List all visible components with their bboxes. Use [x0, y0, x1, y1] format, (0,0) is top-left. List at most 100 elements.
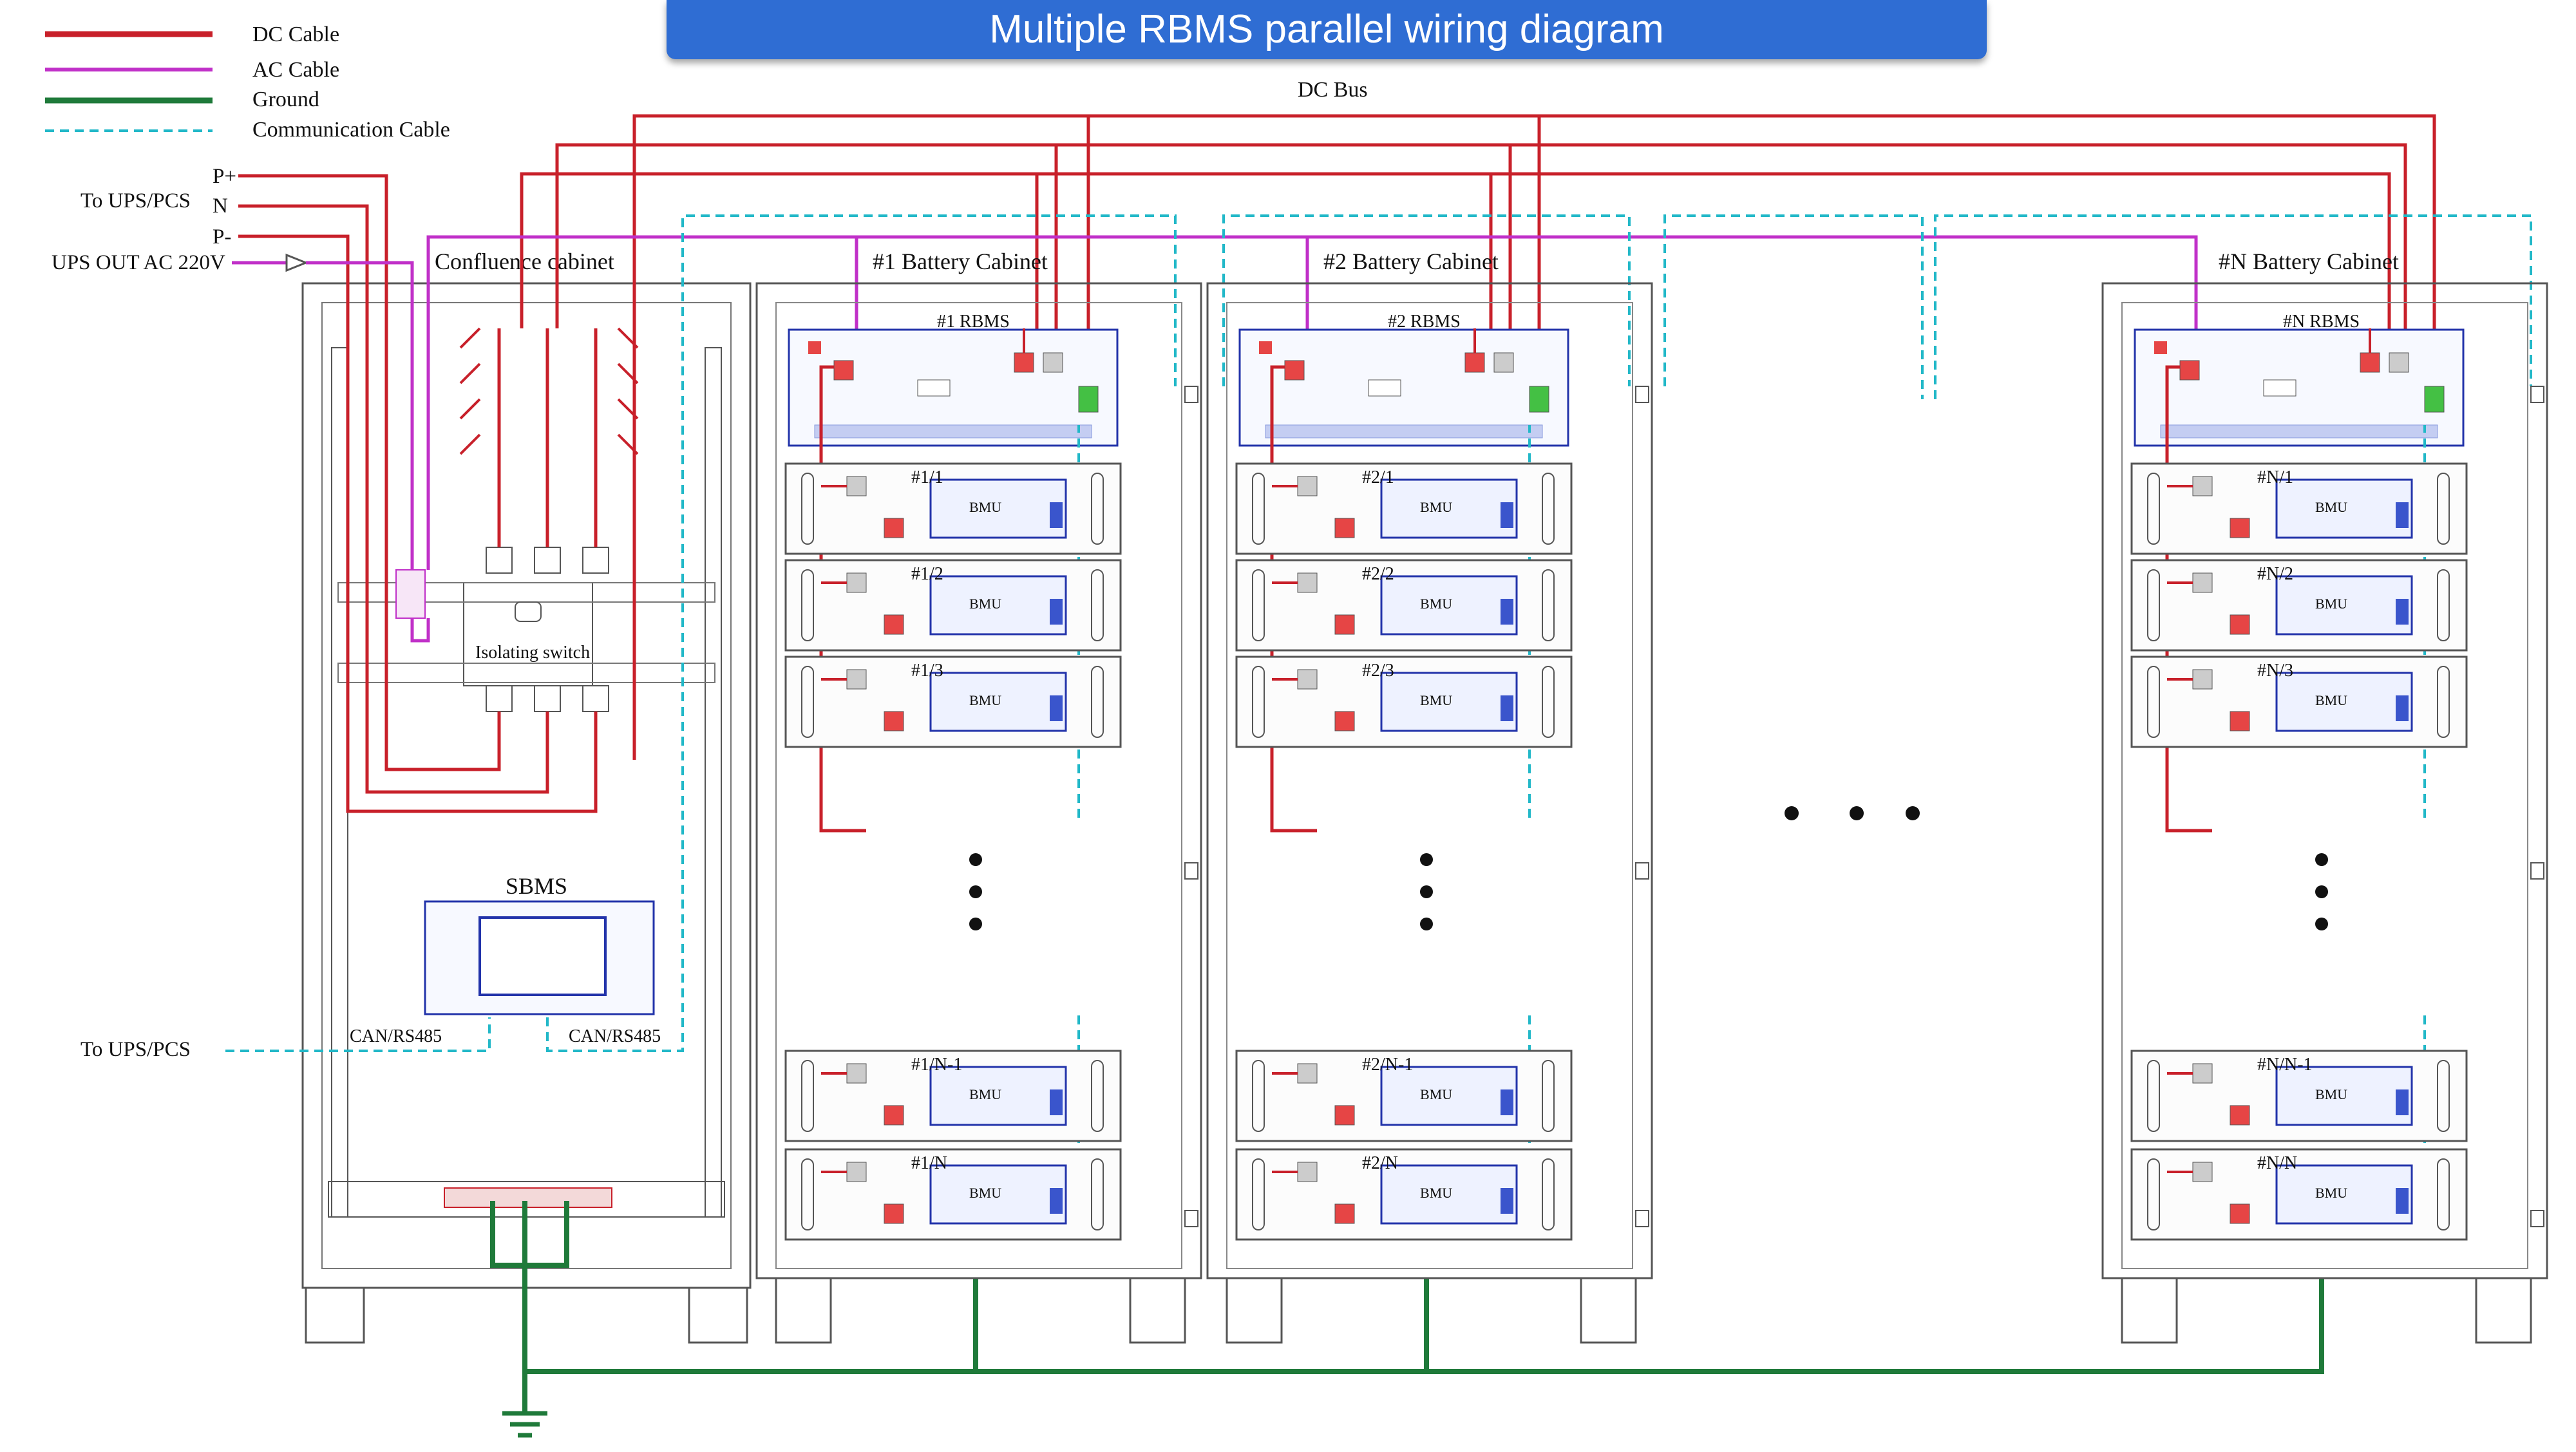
- module-handle: [2147, 666, 2160, 738]
- bmu-unit: [1380, 1164, 1518, 1225]
- rbms-label: #N RBMS: [2283, 312, 2360, 332]
- bmu-unit: [1380, 672, 1518, 732]
- legend-comm-label: Communication Cable: [252, 118, 450, 142]
- module-terminal: [1334, 518, 1355, 538]
- cabinet-inner-frame: [1226, 302, 1633, 1269]
- bmu-port: [1050, 1089, 1063, 1115]
- bmu-label: BMU: [1420, 692, 1452, 708]
- dc-coil: [617, 327, 639, 349]
- p-minus-wire: [238, 234, 598, 813]
- bmu-label: BMU: [1420, 596, 1452, 612]
- bmu-label: BMU: [2315, 499, 2347, 515]
- battery-module: BMU#2/N: [1235, 1148, 1573, 1241]
- battery-cabinet-1: #1 Battery Cabinet#1 RBMSBMU#1/1BMU#1/2B…: [755, 249, 1202, 1344]
- dc-bus-wire: [632, 114, 2436, 760]
- n-label: N: [213, 194, 228, 218]
- legend: DC Cable AC Cable Ground Communication C…: [45, 23, 450, 142]
- module-terminal: [2230, 1105, 2250, 1126]
- module-label: #2/N-1: [1362, 1055, 1413, 1075]
- module-terminal: [884, 711, 904, 731]
- module-handle: [2147, 1158, 2160, 1230]
- module-handle: [1542, 1158, 1555, 1230]
- battery-module: BMU#2/2: [1235, 559, 1573, 652]
- bmu-port: [1050, 599, 1063, 625]
- comm-wire: [225, 1017, 491, 1052]
- legend-ac-label: AC Cable: [252, 58, 339, 82]
- module-handle: [801, 1060, 814, 1132]
- module-handle: [801, 1158, 814, 1230]
- bmu-port: [2396, 502, 2409, 528]
- ground-wire: [490, 1201, 525, 1268]
- legend-dc-label: DC Cable: [252, 23, 339, 46]
- n-wire: [238, 204, 549, 794]
- p-plus-wire: [238, 174, 501, 771]
- bmu-label: BMU: [1420, 1185, 1452, 1201]
- module-terminal: [846, 669, 867, 690]
- module-terminal: [1334, 711, 1355, 731]
- cabinet-foot: [775, 1277, 832, 1344]
- bmu-label: BMU: [2315, 1185, 2347, 1201]
- bmu-port: [2396, 599, 2409, 625]
- dc-coil: [459, 398, 481, 420]
- module-terminal: [846, 1063, 867, 1084]
- cabinet-foot: [1580, 1277, 1637, 1344]
- module-terminal: [1297, 669, 1318, 690]
- battery-cabinets: #1 Battery Cabinet#1 RBMSBMU#1/1BMU#1/2B…: [755, 249, 2548, 1344]
- bmu-label: BMU: [1420, 1086, 1452, 1102]
- module-handle: [2437, 473, 2450, 545]
- rbms-vent: [1265, 424, 1543, 438]
- module-label: #N/1: [2257, 467, 2293, 487]
- bmu-port: [1050, 1188, 1063, 1214]
- cabinet-inner-frame: [775, 302, 1182, 1269]
- module-ellipsis-dot: [1420, 918, 1433, 930]
- cabinet-hinge: [2530, 862, 2544, 880]
- module-handle: [1091, 1060, 1104, 1132]
- rbms-terminal: [2360, 352, 2380, 373]
- bmu-port: [2396, 1188, 2409, 1214]
- module-handle: [1091, 569, 1104, 641]
- module-label: #1/2: [911, 564, 943, 584]
- legend-ground-label: Ground: [252, 88, 319, 111]
- bmu-port: [1501, 695, 1513, 721]
- module-label: #1/3: [911, 661, 943, 681]
- comm-wire: [1663, 214, 1924, 399]
- to-ups-pcs-label: To UPS/PCS: [80, 189, 191, 212]
- module-terminal: [884, 1203, 904, 1224]
- module-handle: [1091, 666, 1104, 738]
- bmu-unit: [929, 478, 1067, 539]
- battery-cabinet-3: #N Battery Cabinet#N RBMSBMU#N/1BMU#N/2B…: [2101, 249, 2548, 1344]
- battery-module: BMU#1/2: [784, 559, 1122, 652]
- cabinet-hinge: [1184, 862, 1198, 880]
- cabinet-frame: [2101, 282, 2548, 1279]
- cabinet-hinge: [1635, 862, 1649, 880]
- rbms-display: [917, 379, 951, 397]
- rbms-led: [1078, 386, 1099, 413]
- module-handle: [2147, 473, 2160, 545]
- sbms-can-label-1: CAN/RS485: [350, 1026, 442, 1046]
- bmu-label: BMU: [1420, 499, 1452, 515]
- bmu-label: BMU: [969, 692, 1001, 708]
- sbms-can-label-2: CAN/RS485: [569, 1026, 661, 1046]
- module-terminal: [1297, 1162, 1318, 1182]
- rbms-label: #1 RBMS: [937, 312, 1010, 332]
- cabinet-frame: [755, 282, 1202, 1279]
- battery-module: BMU#N/N: [2130, 1148, 2468, 1241]
- bmu-unit: [2275, 575, 2413, 636]
- module-ellipsis-dot: [969, 885, 982, 898]
- bmu-port: [1501, 1188, 1513, 1214]
- bmu-port: [1050, 502, 1063, 528]
- battery-module: BMU#1/1: [784, 462, 1122, 555]
- dc-coil: [617, 363, 639, 384]
- dc-coil: [459, 327, 481, 349]
- dc-coil: [459, 433, 481, 455]
- rbms-vent: [2160, 424, 2438, 438]
- rbms-display: [2263, 379, 2297, 397]
- module-label: #N/2: [2257, 564, 2293, 584]
- confluence-cabinet-label: Confluence cabinet: [435, 249, 614, 274]
- bmu-unit: [1380, 575, 1518, 636]
- cabinet-foot: [2475, 1277, 2532, 1344]
- module-label: #2/3: [1362, 661, 1394, 681]
- cabinet-inner-frame: [2121, 302, 2528, 1269]
- bmu-unit: [929, 672, 1067, 732]
- ac-wire: [306, 261, 414, 570]
